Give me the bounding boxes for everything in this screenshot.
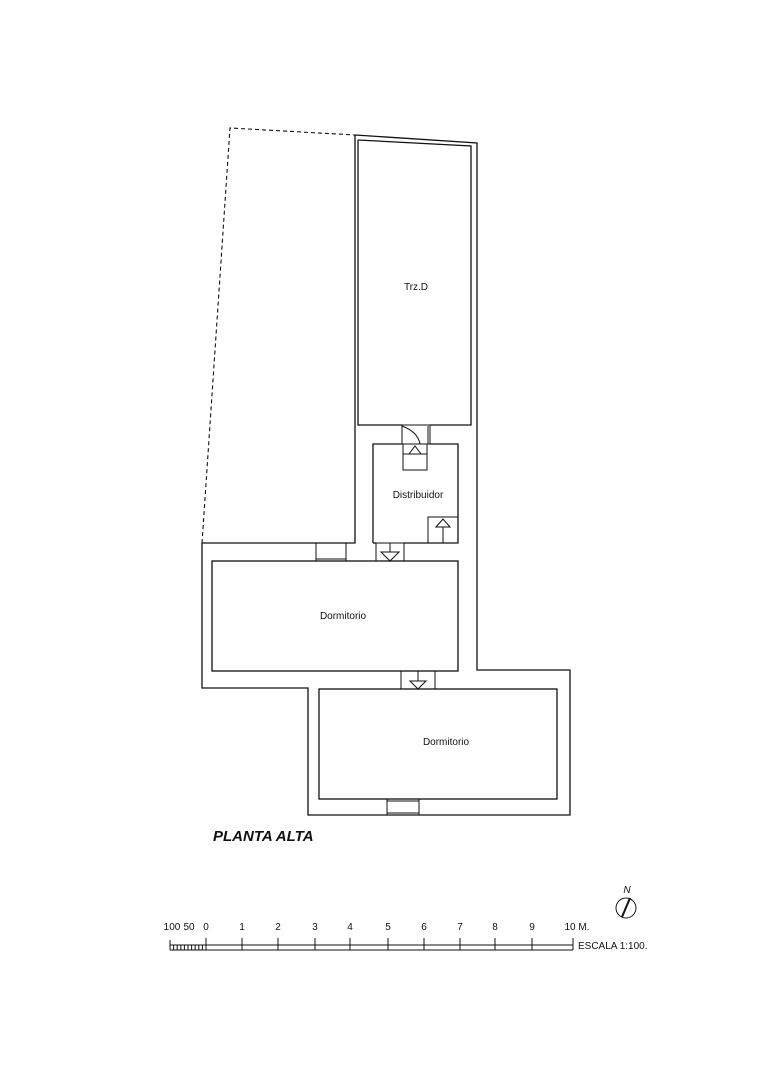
- hall-stair-up-arrow: [408, 445, 422, 455]
- scale-label-9: 9: [529, 922, 535, 933]
- scale-label-6: 6: [421, 922, 427, 933]
- bedroom-2-inner: [318, 688, 558, 800]
- scale-label-10: 10 M.: [564, 922, 589, 933]
- hall-wall: [372, 443, 402, 543]
- hall-stair-top: [402, 443, 428, 471]
- down-arrow-2: [408, 680, 428, 690]
- scale-label-2: 2: [275, 922, 281, 933]
- scale-label-7: 7: [457, 922, 463, 933]
- down-arrow-1: [379, 551, 401, 562]
- bedroom-2-label: Dormitorio: [423, 737, 470, 748]
- scale-label-4: 4: [347, 922, 353, 933]
- bedroom-2-window: [386, 798, 420, 816]
- scale-label-8: 8: [492, 922, 498, 933]
- scale-label-50: 50: [183, 922, 195, 933]
- hall-stair-corner-arrow: [434, 518, 452, 528]
- bedroom-1-window: [315, 542, 347, 562]
- terrace-inner-wall: [357, 139, 472, 426]
- north-label: N: [623, 885, 631, 896]
- scale-label-3: 3: [312, 922, 318, 933]
- hall-label: Distribuidor: [393, 490, 444, 501]
- north-arrow-icon: N: [615, 885, 637, 919]
- bedroom-1-label: Dormitorio: [320, 611, 367, 622]
- terrace-door-swing: [401, 425, 421, 445]
- scale-label-0: 0: [203, 922, 209, 933]
- outer-wall: [201, 134, 571, 816]
- scale-text: ESCALA 1:100.: [578, 941, 648, 952]
- plan-title: PLANTA ALTA: [213, 828, 314, 845]
- scale-label-100: 100: [164, 922, 181, 933]
- bedroom-1-inner: [211, 560, 459, 672]
- terrace-label: Trz.D: [404, 282, 428, 293]
- terrace-inner-wall-left: [357, 140, 402, 426]
- scale-label-5: 5: [385, 922, 391, 933]
- scale-bar: 100 50 0 1 2 3 4 5 6 7 8 9 10 M. ESCALA …: [164, 922, 648, 952]
- plot-boundary-dashed: [201, 127, 356, 544]
- scale-label-1: 1: [239, 922, 245, 933]
